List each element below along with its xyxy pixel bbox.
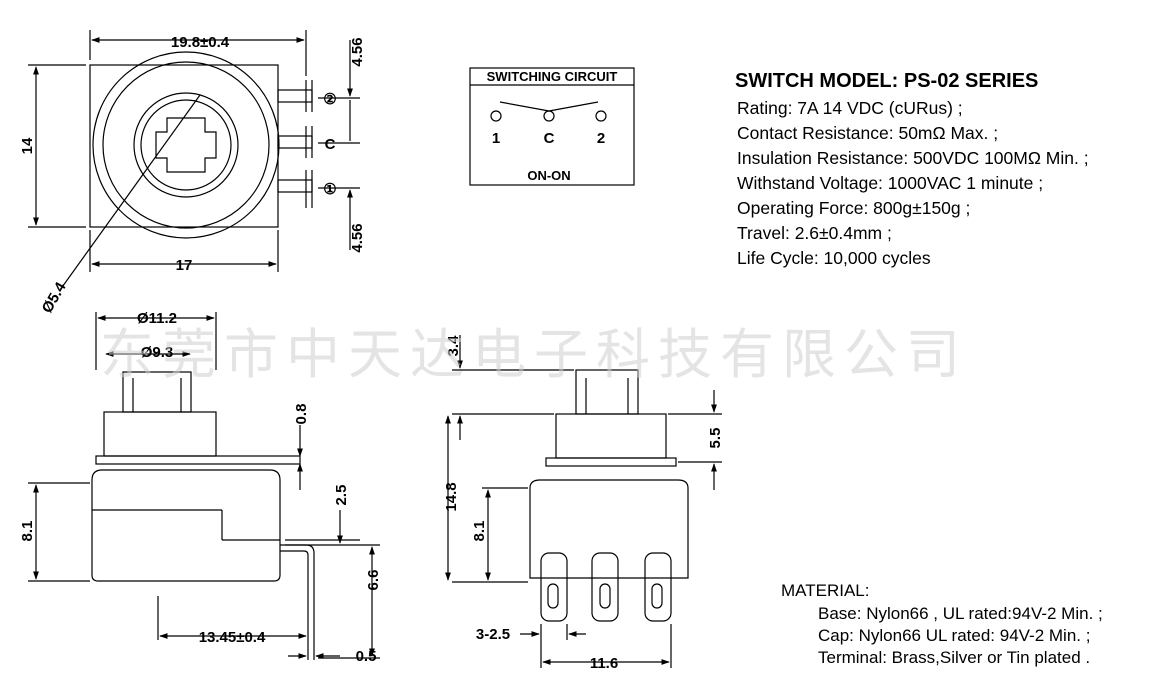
dim-side-plunger: 3.4 [445, 335, 462, 357]
dim-side-body: 8.1 [471, 521, 488, 542]
dim-front-dia-inner: Ø9.3 [141, 344, 174, 361]
dim-top-pitch-top: 4.56 [349, 37, 366, 66]
side-view-terminals [540, 552, 672, 622]
dim-top-width: 19.8±0.4 [171, 34, 230, 51]
spec-list: Rating: 7A 14 VDC (cURus) ; Contact Resi… [737, 96, 1089, 271]
dim-side-upper: 5.5 [707, 428, 724, 449]
circuit-pin-c: C [544, 130, 555, 147]
material-title: MATERIAL: [781, 581, 870, 600]
material-terminal: Terminal: Brass,Silver or Tin plated . [818, 648, 1091, 667]
circuit-labels: SWITCHING CIRCUIT 1 C 2 ON-ON [487, 69, 618, 183]
pin-label-c: C [325, 136, 336, 153]
circuit-box [469, 67, 635, 186]
front-view [28, 312, 380, 660]
top-view-outer-ring [92, 51, 280, 239]
switch-model-title: SWITCH MODEL: PS-02 SERIES [735, 70, 1039, 92]
dim-top-height: 14 [19, 137, 36, 154]
material-list: Base: Nylon66 , UL rated:94V-2 Min. ; Ca… [818, 603, 1103, 669]
material-cap: Cap: Nylon66 UL rated: 94V-2 Min. ; [818, 626, 1091, 645]
dim-front-dia-outer: Ø11.2 [137, 310, 177, 327]
spec-life-cycle: Life Cycle: 10,000 cycles [737, 248, 931, 268]
top-view [28, 30, 360, 291]
dim-front-body-height: 8.1 [19, 521, 36, 542]
dim-front-terminal-length: 6.6 [365, 570, 382, 591]
dim-front-terminal-offset: 2.5 [333, 485, 350, 506]
spec-operating-force: Operating Force: 800g±150g ; [737, 198, 971, 218]
spec-insulation-resistance: Insulation Resistance: 500VDC 100MΩ Min.… [737, 148, 1089, 168]
spec-rating: Rating: 7A 14 VDC (cURus) ; [737, 98, 963, 118]
dim-front-terminal-thickness: 0.5 [356, 648, 377, 665]
dim-top-base: 17 [176, 257, 193, 274]
spec-travel: Travel: 2.6±0.4mm ; [737, 223, 892, 243]
dim-top-pitch-bottom: 4.56 [349, 223, 366, 252]
front-view-labels: Ø11.2 Ø9.3 0.8 8.1 2.5 6.6 13.45±0.4 0.5 [19, 310, 382, 665]
pin-label-2: ② [323, 91, 336, 108]
watermark-text: 东莞市中天达电子科技有限公司 [100, 323, 968, 386]
circuit-mode: ON-ON [527, 168, 570, 183]
side-view [445, 335, 722, 668]
spec-contact-resistance: Contact Resistance: 50mΩ Max. ; [737, 123, 999, 143]
dim-side-base-width: 11.6 [590, 655, 618, 672]
top-view-plunger [155, 117, 217, 173]
circuit-pin-1: 1 [492, 130, 500, 147]
dim-side-total: 14.8 [443, 482, 460, 511]
material-base: Base: Nylon66 , UL rated:94V-2 Min. ; [818, 604, 1103, 623]
top-view-housing [89, 64, 279, 228]
circuit-title: SWITCHING CIRCUIT [487, 69, 618, 84]
dim-top-bore: Ø5.4 [39, 279, 70, 316]
side-view-labels: 3.4 5.5 14.8 8.1 3-2.5 11.6 [443, 335, 724, 672]
dim-front-flange: 0.8 [293, 404, 310, 425]
circuit-pin-2: 2 [597, 130, 605, 147]
side-view-body [529, 479, 689, 579]
dim-front-terminal-pos: 13.45±0.4 [199, 629, 266, 646]
spec-withstand-voltage: Withstand Voltage: 1000VAC 1 minute ; [737, 173, 1044, 193]
pin-label-1: ① [323, 181, 336, 198]
dim-side-pin-width: 3-2.5 [476, 626, 510, 643]
front-view-body [91, 469, 281, 582]
switching-circuit [469, 67, 635, 186]
top-view-terminals [277, 80, 313, 208]
